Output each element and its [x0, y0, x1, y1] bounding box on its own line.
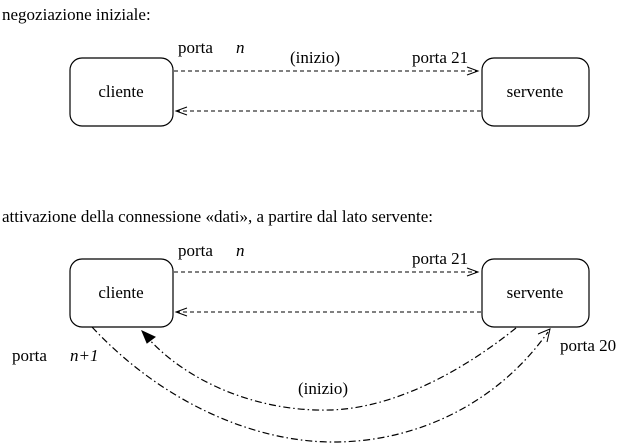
data-connection-initiate-head	[141, 330, 156, 344]
server-port-label-2: porta 21	[412, 249, 468, 268]
data-port-server-label: porta 20	[560, 336, 616, 355]
data-start-label: (inizio)	[298, 379, 348, 398]
data-connection-reply-curve	[91, 326, 549, 443]
section-data-activation: attivazione della connessione «dati», a …	[2, 207, 616, 443]
data-port-client-var: n+1	[70, 346, 98, 365]
server-label-2: servente	[507, 283, 564, 302]
server-box-2	[481, 258, 590, 328]
request-arrow-head	[466, 66, 480, 76]
client-port-var-2: n	[236, 241, 245, 260]
client-label: cliente	[98, 82, 143, 101]
data-connection-initiate-curve	[146, 327, 517, 411]
client-box	[69, 57, 174, 127]
server-label: servente	[507, 82, 564, 101]
client-label-2: cliente	[98, 283, 143, 302]
heading-data-activation: attivazione della connessione «dati», a …	[2, 207, 433, 226]
data-port-client-word: porta	[12, 346, 47, 365]
section-negotiation: negoziazione iniziale: cliente servente …	[2, 5, 590, 127]
client-box-2	[69, 258, 174, 328]
data-connection-reply-head	[537, 328, 551, 343]
client-port-word: porta	[178, 38, 213, 57]
server-box	[481, 57, 590, 127]
reply-arrow-head	[174, 106, 188, 116]
server-port-label: porta 21	[412, 48, 468, 67]
client-port-var: n	[236, 38, 245, 57]
control-request-arrow-head	[466, 267, 480, 277]
client-port-word-2: porta	[178, 241, 213, 260]
heading-negotiation: negoziazione iniziale:	[2, 5, 151, 24]
control-reply-arrow-head	[174, 307, 188, 317]
start-label: (inizio)	[290, 48, 340, 67]
